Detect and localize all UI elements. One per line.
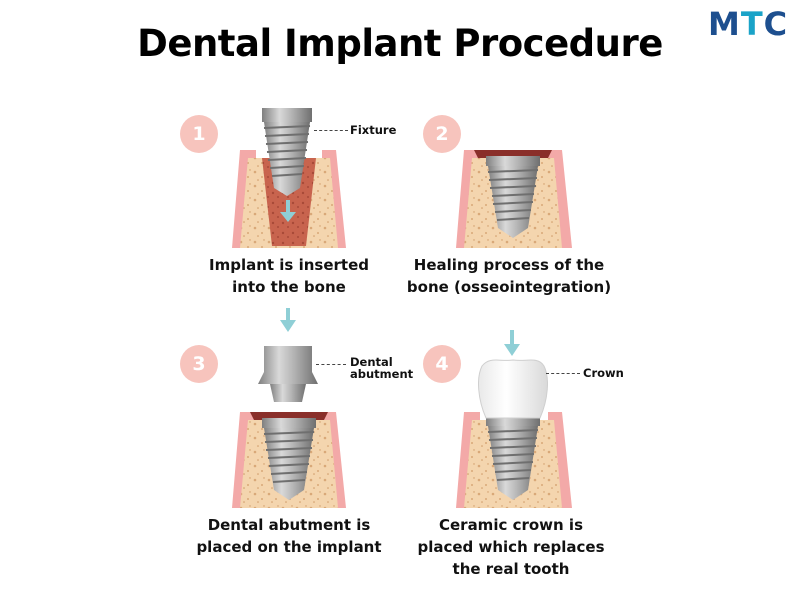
step-1-caption: Implant is inserted into the bone	[164, 254, 414, 298]
abutment-callout-line2: abutment	[350, 367, 414, 381]
step-4-caption-line1: Ceramic crown is	[438, 516, 583, 534]
implant-fixture	[262, 418, 316, 500]
abutment-callout: Dental abutment	[350, 356, 413, 380]
logo-letter-t: T	[740, 5, 764, 43]
step-1-caption-line2: into the bone	[232, 278, 346, 296]
step-4-caption-line3: the real tooth	[452, 560, 570, 578]
step-4-caption-line2: placed which replaces	[417, 538, 605, 556]
step-2-caption-line2: bone (osseointegration)	[406, 278, 612, 296]
step-badge-2: 2	[423, 115, 461, 153]
dental-abutment	[258, 346, 318, 402]
page-title: Dental Implant Procedure	[137, 22, 663, 65]
step-2-caption: Healing process of the bone (osseointegr…	[384, 254, 634, 298]
panel-3-illustration	[232, 308, 346, 508]
step-2-caption-line1: Healing process of the	[413, 256, 605, 274]
step-1-caption-line1: Implant is inserted	[209, 256, 369, 274]
abutment-leader-line	[316, 364, 346, 365]
panel-2-illustration	[456, 150, 572, 248]
brand-logo: MTC	[708, 2, 788, 46]
implant-fixture	[486, 156, 540, 238]
panel-1-illustration	[232, 108, 346, 248]
step-3-caption: Dental abutment is placed on the implant	[164, 514, 414, 558]
logo-letter-m: M	[708, 5, 741, 43]
fixture-callout: Fixture	[350, 123, 397, 137]
logo-letter-c: C	[763, 5, 789, 43]
crown-callout: Crown	[583, 366, 624, 380]
insert-arrow	[280, 308, 296, 332]
panel-4-illustration	[456, 330, 572, 508]
fixture-leader-line	[314, 130, 348, 131]
crown-leader-line	[546, 373, 580, 374]
step-4-caption: Ceramic crown is placed which replaces t…	[386, 514, 636, 580]
insert-arrow	[504, 330, 520, 356]
step-3-caption-line1: Dental abutment is	[207, 516, 371, 534]
step-badge-4: 4	[423, 345, 461, 383]
insert-arrow	[280, 200, 296, 222]
implant-fixture	[486, 416, 540, 500]
step-badge-3: 3	[180, 345, 218, 383]
abutment-callout-line1: Dental	[350, 355, 393, 369]
step-badge-1: 1	[180, 115, 218, 153]
implant-fixture	[262, 108, 312, 196]
step-3-caption-line2: placed on the implant	[196, 538, 382, 556]
ceramic-crown	[478, 359, 548, 419]
